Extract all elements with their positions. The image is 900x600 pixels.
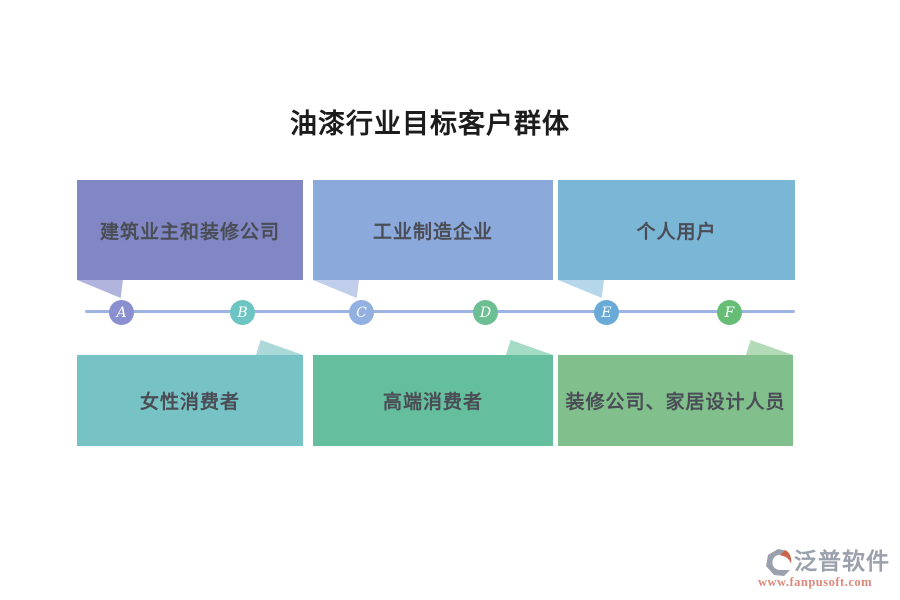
bottom-box-2: 高端消费者 (313, 340, 553, 446)
timeline-marker-c: C (349, 300, 374, 325)
top-box-1: 建筑业主和装修公司 (77, 180, 303, 298)
timeline-marker-a-label: A (116, 304, 127, 321)
footer-watermark: 泛普软件 www.fanpusoft.com (740, 547, 890, 592)
timeline-marker-b-label: B (237, 304, 248, 321)
timeline-marker-e-label: E (601, 304, 612, 321)
bottom-box-3: 装修公司、家居设计人员 (558, 340, 793, 446)
top-box-3: 个人用户 (558, 180, 795, 298)
bottom-box-2-label: 高端消费者 (382, 392, 483, 413)
top-box-2-label: 工业制造企业 (372, 221, 493, 243)
bottom-box-3-label: 装修公司、家居设计人员 (565, 392, 786, 413)
bottom-box-1-tail (256, 340, 303, 355)
top-box-3-label: 个人用户 (636, 221, 717, 243)
bottom-box-1-label: 女性消费者 (139, 392, 240, 413)
timeline-line (85, 310, 795, 313)
bottom-box-2-tail (506, 340, 553, 355)
fanpu-logo-icon (766, 549, 792, 576)
top-box-3-tail (558, 280, 604, 298)
timeline-marker-d-label: D (479, 304, 492, 321)
brand-url: www.fanpusoft.com (757, 575, 873, 589)
top-box-2: 工业制造企业 (313, 180, 553, 298)
timeline-marker-d: D (473, 300, 498, 325)
timeline-marker-a: A (109, 300, 134, 325)
timeline-marker-f-label: F (724, 304, 735, 321)
top-box-2-tail (313, 280, 359, 298)
top-box-1-label: 建筑业主和装修公司 (99, 221, 280, 243)
timeline-marker-b: B (230, 300, 255, 325)
top-box-1-tail (77, 280, 123, 298)
timeline-marker-f: F (717, 300, 742, 325)
page-title: 油漆行业目标客户群体 (290, 109, 570, 139)
brand-name: 泛普软件 (794, 548, 890, 574)
bottom-box-3-tail (746, 340, 793, 355)
timeline-marker-e: E (594, 300, 619, 325)
timeline-marker-c-label: C (356, 304, 367, 321)
bottom-box-1: 女性消费者 (77, 340, 303, 446)
